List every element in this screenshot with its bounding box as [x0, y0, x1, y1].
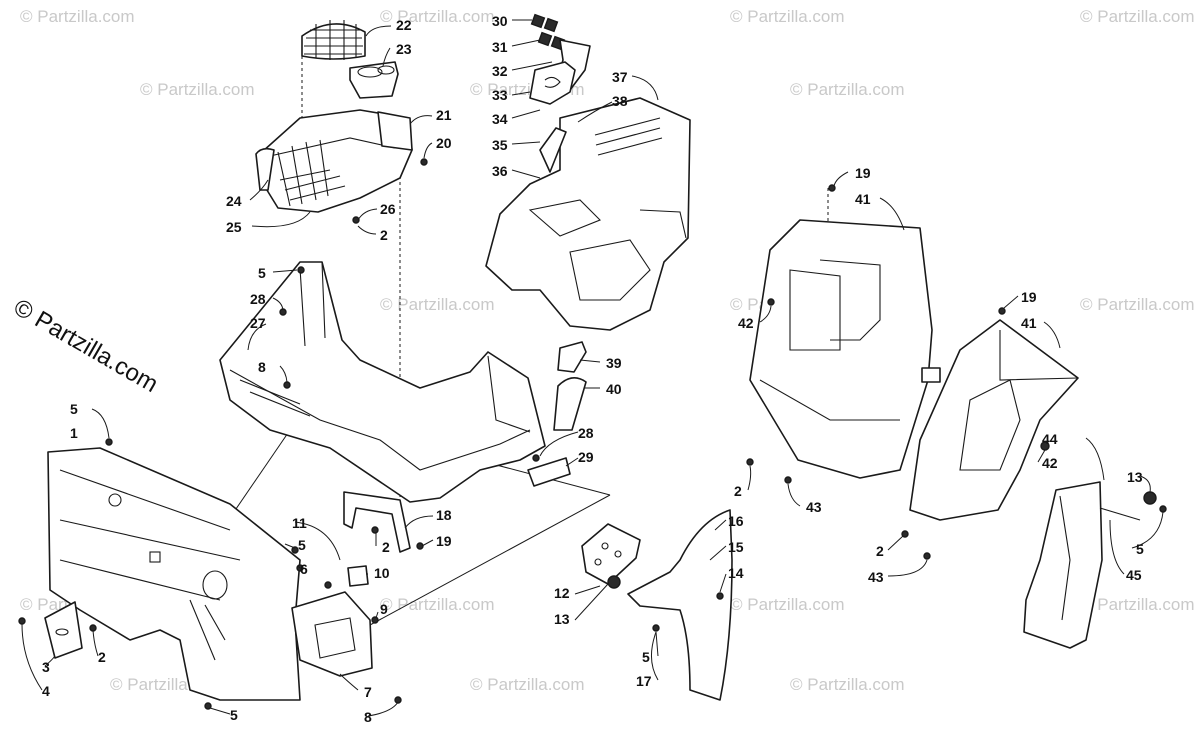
callout-2: 2 [734, 483, 742, 499]
watermark-text: © Partzilla.com [1080, 595, 1195, 614]
callout-2: 2 [380, 227, 388, 243]
callout-19: 19 [855, 165, 871, 181]
steering-cover-36-37 [485, 97, 691, 331]
callout-31: 31 [492, 39, 508, 55]
callout-12: 12 [554, 585, 570, 601]
callout-2: 2 [98, 649, 106, 665]
callout-36: 36 [492, 163, 508, 179]
callout-24: 24 [226, 193, 242, 209]
callout-28: 28 [250, 291, 266, 307]
fasteners [18, 158, 1167, 710]
leader-lines [21, 19, 1164, 717]
callout-5: 5 [1136, 541, 1144, 557]
watermark-text: © Partzilla.com [1080, 7, 1195, 26]
callout-17: 17 [636, 673, 652, 689]
callout-30: 30 [492, 13, 508, 29]
callout-21: 21 [436, 107, 452, 123]
bracket-29 [527, 457, 571, 487]
callout-5: 5 [298, 537, 306, 553]
callout-8: 8 [364, 709, 372, 725]
callout-4: 4 [42, 683, 50, 699]
watermark-text: © Partzilla.com [730, 595, 845, 614]
callout-20: 20 [436, 135, 452, 151]
callout-5: 5 [230, 707, 238, 723]
watermark-text: © Partzilla.com [790, 675, 905, 694]
callout-34: 34 [492, 111, 508, 127]
bracket-39-40 [553, 341, 587, 431]
callout-42: 42 [1042, 455, 1058, 471]
callout-32: 32 [492, 63, 508, 79]
watermark-text: © Partzilla.com [140, 80, 255, 99]
callout-39: 39 [606, 355, 622, 371]
callout-16: 16 [728, 513, 744, 529]
switch-assembly-30-34 [529, 13, 591, 105]
callout-2: 2 [876, 543, 884, 559]
callout-28: 28 [578, 425, 594, 441]
callout-3: 3 [42, 659, 50, 675]
cup-holder-23 [349, 61, 399, 99]
bracket-7 [291, 591, 373, 677]
watermark-text: © Partzilla.com [1080, 295, 1195, 314]
callout-14: 14 [728, 565, 744, 581]
callout-labels: 5 1 22 23 21 20 24 25 26 2 5 28 27 8 30 … [42, 13, 1144, 725]
front-panel-1 [47, 447, 301, 701]
callout-26: 26 [380, 201, 396, 217]
side-panel-45 [1023, 481, 1157, 649]
callout-13: 13 [1127, 469, 1143, 485]
callout-38: 38 [612, 93, 628, 109]
callout-45: 45 [1126, 567, 1142, 583]
callout-18: 18 [436, 507, 452, 523]
callout-33: 33 [492, 87, 508, 103]
callout-5: 5 [258, 265, 266, 281]
callout-23: 23 [396, 41, 412, 57]
callout-13: 13 [554, 611, 570, 627]
watermark-text: © Partzilla.com [380, 7, 495, 26]
plate-3 [44, 601, 83, 659]
callout-10: 10 [374, 565, 390, 581]
watermark-text: © Partzilla.com [380, 595, 495, 614]
callout-22: 22 [396, 17, 412, 33]
callout-7: 7 [364, 684, 372, 700]
callout-29: 29 [578, 449, 594, 465]
callout-1: 1 [70, 425, 78, 441]
center-console [255, 109, 413, 213]
callout-19: 19 [436, 533, 452, 549]
callout-43: 43 [806, 499, 822, 515]
callout-19: 19 [1021, 289, 1037, 305]
callout-25: 25 [226, 219, 242, 235]
clip-10 [347, 565, 369, 587]
callout-41: 41 [1021, 315, 1037, 331]
watermark-text: © Partzilla.com [730, 7, 845, 26]
callout-43: 43 [868, 569, 884, 585]
callout-44: 44 [1042, 431, 1058, 447]
callout-11: 11 [292, 515, 307, 531]
callout-35: 35 [492, 137, 508, 153]
callout-37: 37 [612, 69, 628, 85]
callout-6: 6 [300, 561, 308, 577]
floor-pan-27 [219, 261, 546, 503]
callout-5: 5 [70, 401, 78, 417]
callout-40: 40 [606, 381, 622, 397]
callout-9: 9 [380, 601, 388, 617]
vent-grille-22 [301, 20, 366, 60]
side-box-41-upper [749, 219, 941, 479]
callout-27: 27 [250, 315, 266, 331]
callout-2: 2 [382, 539, 390, 555]
callout-42: 42 [738, 315, 754, 331]
watermark-text: © Partzilla.com [470, 675, 585, 694]
callout-5: 5 [642, 649, 650, 665]
corner-watermark: © Partzilla.com [9, 294, 163, 398]
mud-flap-16 [627, 509, 733, 701]
watermark-text: © Partzilla.com [790, 80, 905, 99]
bracket-12 [581, 523, 641, 589]
callout-41: 41 [855, 191, 871, 207]
bracket-18 [343, 491, 411, 553]
callout-8: 8 [258, 359, 266, 375]
watermark-text: © Partzilla.com [20, 7, 135, 26]
side-box-41-lower [909, 319, 1079, 521]
callout-15: 15 [728, 539, 744, 555]
watermark-text: © Partzilla.com [380, 295, 495, 314]
